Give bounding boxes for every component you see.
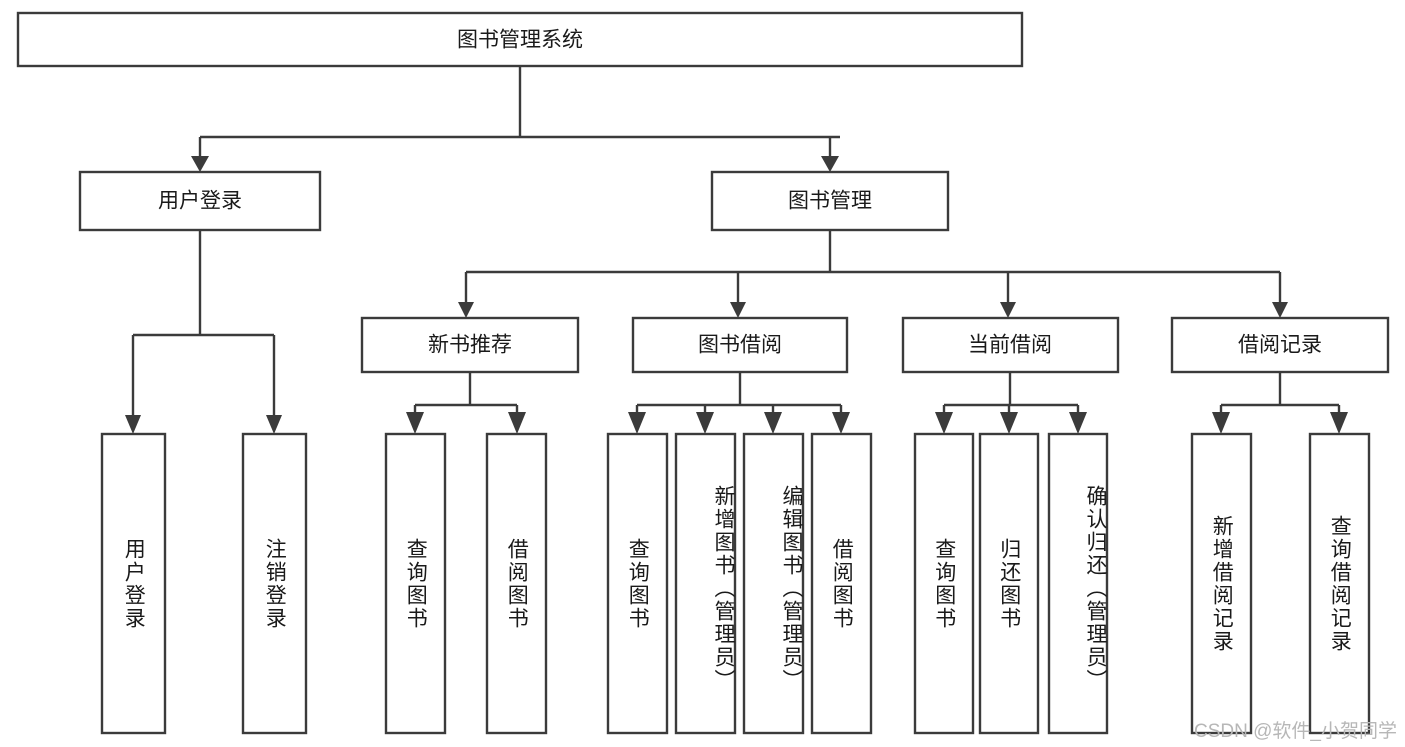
arrow-to-book-manage bbox=[821, 156, 839, 172]
node-borrow-record-label: 借阅记录 bbox=[1238, 334, 1322, 357]
arrow-to-borrow-record bbox=[1272, 302, 1288, 318]
node-borrow-record-box[interactable] bbox=[1170, 316, 1390, 374]
connector-group-borrow-record-to-leaves bbox=[1212, 372, 1348, 434]
node-root[interactable]: 图书管理系统 bbox=[16, 11, 1024, 68]
leaf-box-query-book-1[interactable] bbox=[384, 432, 447, 735]
arrow-to-leaf-borrow-book-2 bbox=[832, 412, 850, 434]
node-current-borrow[interactable]: 当前借阅 bbox=[901, 316, 1120, 374]
leaf-box-logout[interactable] bbox=[241, 432, 308, 735]
node-user-login-label: 用户登录 bbox=[158, 190, 242, 213]
leaf-label-logout: 注销登录 bbox=[263, 537, 287, 630]
leaf-label-edit-book: 编辑图书（管理员） bbox=[780, 485, 803, 692]
arrow-to-leaf-confirm-return bbox=[1069, 412, 1087, 434]
arrow-to-leaf-query-book-2 bbox=[628, 412, 646, 434]
leaf-box-borrow-book-2[interactable] bbox=[810, 432, 873, 735]
arrow-to-leaf-add-record bbox=[1212, 412, 1230, 434]
arrow-to-leaf-logout bbox=[266, 415, 282, 434]
connector-group-user-login-to-leaves bbox=[125, 230, 282, 434]
node-current-borrow-label: 当前借阅 bbox=[968, 334, 1052, 357]
node-book-manage[interactable]: 图书管理 bbox=[710, 170, 950, 232]
node-book-manage-box[interactable] bbox=[710, 170, 950, 232]
node-root-box[interactable] bbox=[16, 11, 1024, 68]
connector-group-book-manage-to-level3 bbox=[458, 230, 1288, 318]
arrow-to-leaf-user-login bbox=[125, 415, 141, 434]
leaf-box-add-record[interactable] bbox=[1190, 432, 1253, 735]
arrow-to-current-borrow bbox=[1000, 302, 1016, 318]
leaf-box-query-book-2[interactable] bbox=[606, 432, 669, 735]
arrow-to-leaf-add-book bbox=[696, 412, 714, 434]
node-new-book-recommend-box[interactable] bbox=[360, 316, 580, 374]
node-root-label: 图书管理系统 bbox=[457, 29, 583, 52]
node-book-manage-label: 图书管理 bbox=[788, 190, 872, 213]
connector-group-book-borrow-to-leaves bbox=[628, 372, 850, 434]
node-book-borrow-label: 图书借阅 bbox=[698, 334, 782, 357]
node-new-book-recommend-label: 新书推荐 bbox=[428, 334, 512, 357]
node-user-login[interactable]: 用户登录 bbox=[78, 170, 322, 232]
connector-group-new-book-recommend-to-leaves bbox=[406, 372, 526, 434]
arrow-to-leaf-query-book-1 bbox=[406, 412, 424, 434]
arrow-to-leaf-query-record bbox=[1330, 412, 1348, 434]
leaf-label-return-book: 归还图书 bbox=[997, 537, 1021, 630]
leaf-box-add-book[interactable] bbox=[674, 432, 737, 735]
leaf-label-query-book-1: 查询图书 bbox=[404, 537, 428, 630]
watermark-text: CSDN @软件_小贺同学 bbox=[1194, 721, 1397, 742]
arrow-to-leaf-return-book bbox=[1000, 412, 1018, 434]
leaf-label-query-book-2: 查询图书 bbox=[626, 537, 650, 630]
leaf-label-confirm-return: 确认归还（管理员） bbox=[1084, 485, 1107, 692]
leaf-label-add-book: 新增图书（管理员） bbox=[712, 485, 735, 692]
leaf-label-user-login: 用户登录 bbox=[122, 537, 146, 630]
leaf-label-query-book-3: 查询图书 bbox=[932, 537, 956, 630]
leaf-label-query-record: 查询借阅记录 bbox=[1328, 514, 1352, 653]
leaf-box-confirm-return[interactable] bbox=[1047, 432, 1109, 735]
node-current-borrow-box[interactable] bbox=[901, 316, 1120, 374]
connector-group-root-to-level2 bbox=[191, 66, 840, 172]
leaf-box-user-login[interactable] bbox=[100, 432, 167, 735]
node-new-book-recommend[interactable]: 新书推荐 bbox=[360, 316, 580, 374]
arrow-to-user-login bbox=[191, 156, 209, 172]
node-book-borrow[interactable]: 图书借阅 bbox=[631, 316, 849, 374]
leaf-box-query-book-3[interactable] bbox=[913, 432, 975, 735]
leaf-box-query-record[interactable] bbox=[1308, 432, 1371, 735]
arrow-to-book-borrow bbox=[730, 302, 746, 318]
leaf-box-return-book[interactable] bbox=[978, 432, 1040, 735]
arrow-to-leaf-borrow-book-1 bbox=[508, 412, 526, 434]
arrow-to-new-book-recommend bbox=[458, 302, 474, 318]
arrow-to-leaf-query-book-3 bbox=[935, 412, 953, 434]
node-user-login-box[interactable] bbox=[78, 170, 322, 232]
connector-group-current-borrow-to-leaves bbox=[935, 372, 1087, 434]
leaf-box-edit-book[interactable] bbox=[742, 432, 805, 735]
arrow-to-leaf-edit-book bbox=[764, 412, 782, 434]
leaf-label-borrow-book-1: 借阅图书 bbox=[505, 537, 529, 630]
leaf-boxes bbox=[100, 432, 1371, 735]
leaf-label-borrow-book-2: 借阅图书 bbox=[830, 537, 854, 630]
node-borrow-record[interactable]: 借阅记录 bbox=[1170, 316, 1390, 374]
leaf-box-borrow-book-1[interactable] bbox=[485, 432, 548, 735]
leaf-label-add-record: 新增借阅记录 bbox=[1210, 514, 1234, 653]
node-book-borrow-box[interactable] bbox=[631, 316, 849, 374]
